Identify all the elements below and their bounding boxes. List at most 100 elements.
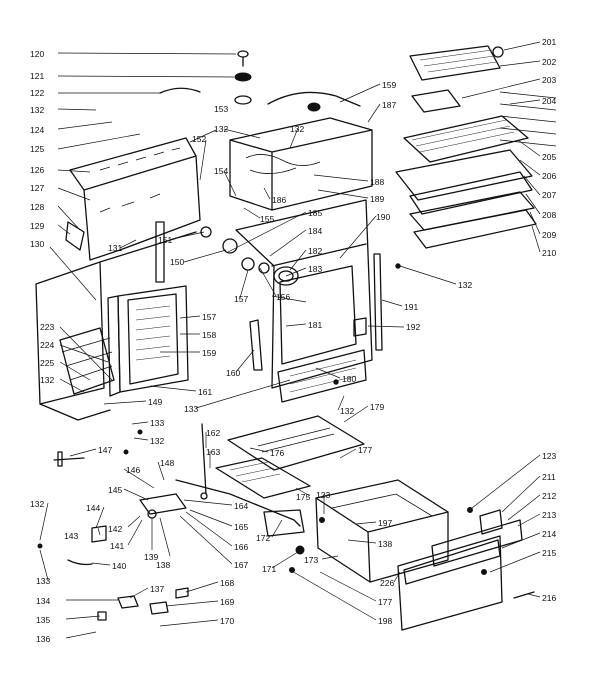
part-number-label: 144 (86, 503, 100, 513)
part-number-label: 210 (542, 248, 556, 258)
part-number-label: 189 (370, 194, 384, 204)
part-number-label: 136 (36, 634, 50, 644)
part-number-label: 170 (220, 616, 234, 626)
part-number-label: 159 (202, 348, 216, 358)
part-number-label: 181 (308, 320, 322, 330)
part-number-label: 124 (30, 125, 44, 135)
part-number-label: 185 (308, 208, 322, 218)
part-number-label: 214 (542, 529, 556, 539)
part-number-label: 151 (158, 235, 172, 245)
part-number-label: 123 (316, 490, 330, 500)
part-number-label: 215 (542, 548, 556, 558)
part-number-label: 130 (30, 239, 44, 249)
part-number-label: 127 (30, 183, 44, 193)
part-number-label: 132 (30, 105, 44, 115)
part-number-label: 123 (542, 451, 556, 461)
part-number-label: 132 (40, 375, 54, 385)
part-number-label: 138 (156, 560, 170, 570)
part-number-label: 169 (220, 597, 234, 607)
part-number-label: 208 (542, 210, 556, 220)
oven-door-components (155, 221, 299, 371)
part-number-label: 205 (542, 152, 556, 162)
part-number-label: 211 (542, 472, 556, 482)
part-number-label: 142 (108, 524, 122, 534)
part-number-label: 140 (112, 561, 126, 571)
part-number-label: 156 (276, 292, 290, 302)
part-number-label: 126 (30, 165, 44, 175)
part-number-label: 164 (234, 501, 248, 511)
part-number-label: 152 (192, 134, 206, 144)
part-number-label: 225 (40, 358, 54, 368)
storage-drawer (289, 479, 535, 631)
part-number-label: 153 (214, 104, 228, 114)
part-number-label: 180 (342, 374, 356, 384)
part-number-label: 132 (150, 436, 164, 446)
part-number-label: 168 (220, 578, 234, 588)
part-number-label: 148 (160, 458, 174, 468)
part-number-label: 226 (380, 578, 394, 588)
part-number-label: 190 (376, 212, 390, 222)
part-number-label: 132 (458, 280, 472, 290)
part-number-label: 120 (30, 49, 44, 59)
part-number-label: 202 (542, 57, 556, 67)
part-number-label: 212 (542, 491, 556, 501)
knob-stack (159, 50, 252, 105)
broiler-racks (395, 45, 557, 249)
part-number-label: 173 (304, 555, 318, 565)
right-post (123, 253, 401, 455)
part-number-label: 149 (148, 397, 162, 407)
part-number-label: 154 (214, 166, 228, 176)
part-number-label: 187 (382, 100, 396, 110)
part-number-label: 184 (308, 226, 322, 236)
part-number-label: 143 (64, 531, 78, 541)
part-number-label: 160 (226, 368, 240, 378)
part-number-label: 157 (202, 312, 216, 322)
part-number-label: 171 (262, 564, 276, 574)
part-number-label: 146 (126, 465, 140, 475)
part-number-label: 158 (202, 330, 216, 340)
part-number-label: 213 (542, 510, 556, 520)
part-number-label: 162 (206, 428, 220, 438)
part-number-label: 132 (340, 406, 354, 416)
part-number-label: 188 (370, 177, 384, 187)
part-number-label: 177 (358, 445, 372, 455)
part-number-label: 132 (214, 124, 228, 134)
part-number-label: 177 (378, 597, 392, 607)
part-number-label: 125 (30, 144, 44, 154)
part-number-label: 209 (542, 230, 556, 240)
part-number-label: 201 (542, 37, 556, 47)
part-number-label: 134 (36, 596, 50, 606)
part-number-label: 132 (290, 124, 304, 134)
part-number-label: 216 (542, 593, 556, 603)
part-number-label: 132 (30, 499, 44, 509)
part-number-label: 203 (542, 75, 556, 85)
part-number-label: 157 (234, 294, 248, 304)
part-number-label: 131 (108, 243, 122, 253)
part-number-label: 133 (184, 404, 198, 414)
part-number-label: 175 (296, 492, 310, 502)
part-number-label: 172 (256, 533, 270, 543)
part-number-label: 197 (378, 518, 392, 528)
part-number-label: 191 (404, 302, 418, 312)
part-number-label: 128 (30, 202, 44, 212)
part-number-label: 206 (542, 171, 556, 181)
part-number-label: 150 (170, 257, 184, 267)
part-number-label: 204 (542, 96, 556, 106)
lower-left-parts (37, 429, 189, 621)
lower-burner-assembly (175, 415, 365, 555)
part-number-label: 198 (378, 616, 392, 626)
leader-lines (39, 41, 541, 639)
part-number-label: 207 (542, 190, 556, 200)
part-number-label: 133 (150, 418, 164, 428)
part-number-label: 167 (234, 560, 248, 570)
oven-liner (235, 199, 373, 403)
part-number-label: 223 (40, 322, 54, 332)
part-number-label: 165 (234, 522, 248, 532)
part-number-label: 139 (144, 552, 158, 562)
part-number-label: 135 (36, 615, 50, 625)
part-number-label: 155 (260, 214, 274, 224)
part-number-label: 133 (36, 576, 50, 586)
range-side-panel (35, 231, 197, 421)
